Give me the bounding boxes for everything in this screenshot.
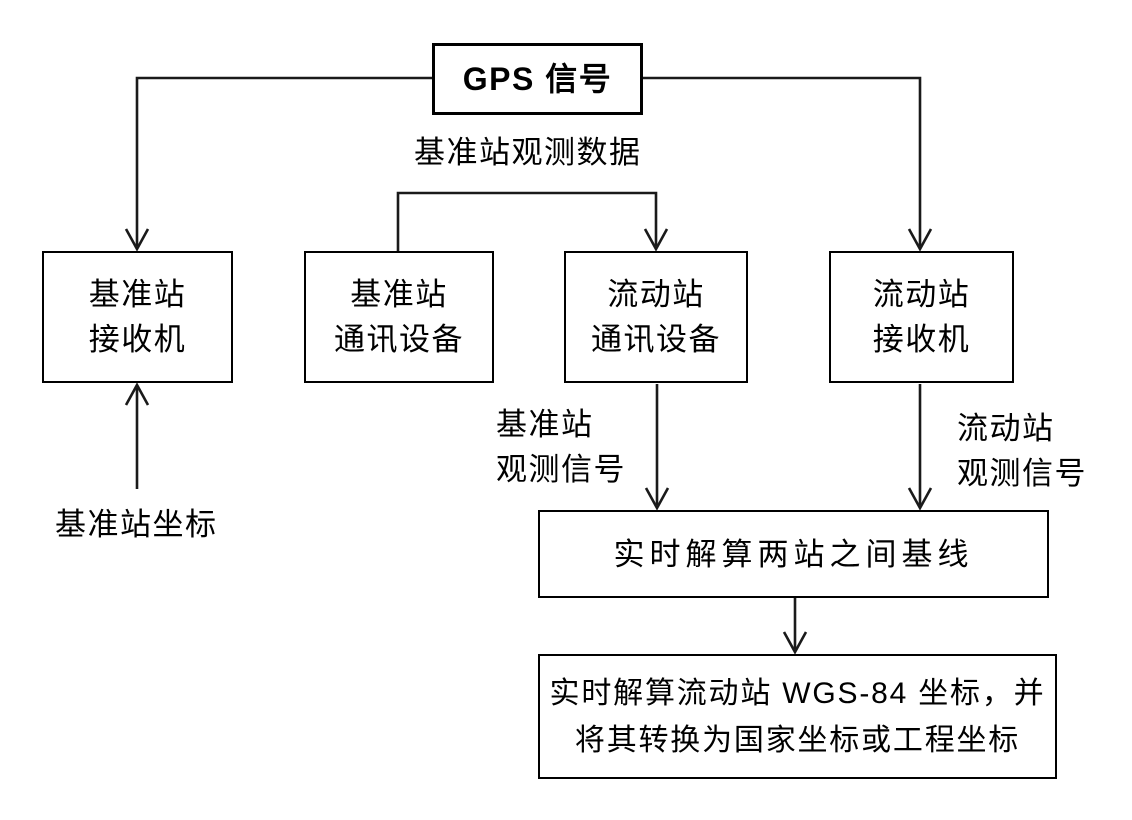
connector-gps-to-rover-receiver xyxy=(643,76,922,246)
label-base-coords: 基准站坐标 xyxy=(55,507,218,542)
node-rover-receiver-line1: 流动站 xyxy=(872,277,971,312)
node-result-coords-line2: 将其转换为国家坐标或工程坐标 xyxy=(574,723,1021,757)
connector-gps-to-base-receiver xyxy=(135,76,432,246)
node-base-comm-line2: 通讯设备 xyxy=(334,322,464,357)
arrowhead-down-baseline-right-icon xyxy=(907,487,933,511)
node-baseline-solve-label: 实时解算两站之间基线 xyxy=(613,536,974,572)
node-gps-signal: GPS 信号 xyxy=(432,43,643,115)
label-rover-obs-signal-line1: 流动站 xyxy=(957,411,1055,446)
node-result-coords: 实时解算流动站 WGS-84 坐标，并 将其转换为国家坐标或工程坐标 xyxy=(538,654,1057,779)
connector-base-comm-to-rover-comm xyxy=(396,191,658,251)
node-result-coords-line1: 实时解算流动站 WGS-84 坐标，并 xyxy=(549,676,1046,710)
arrowhead-up-base-receiver-icon xyxy=(124,382,150,406)
arrowhead-down-rover-comm-icon xyxy=(643,228,669,252)
node-rover-comm: 流动站 通讯设备 xyxy=(564,251,748,383)
node-base-comm: 基准站 通讯设备 xyxy=(304,251,494,383)
label-rover-obs-signal: 流动站 观测信号 xyxy=(957,406,1087,496)
node-rover-comm-line1: 流动站 xyxy=(607,277,705,312)
node-baseline-solve: 实时解算两站之间基线 xyxy=(538,510,1049,598)
node-base-receiver-line2: 接收机 xyxy=(88,322,187,357)
label-base-obs-data: 基准站观测数据 xyxy=(414,135,642,170)
node-base-receiver: 基准站 接收机 xyxy=(42,251,233,383)
arrowhead-down-rover-receiver-icon xyxy=(907,228,933,252)
node-rover-receiver-line2: 接收机 xyxy=(872,322,971,357)
node-base-receiver-line1: 基准站 xyxy=(88,277,187,312)
node-rover-receiver: 流动站 接收机 xyxy=(829,251,1014,383)
label-base-obs-signal: 基准站 观测信号 xyxy=(496,402,626,492)
node-rover-comm-line2: 通讯设备 xyxy=(591,322,721,357)
arrowhead-down-result-icon xyxy=(782,631,808,655)
node-gps-signal-label: GPS 信号 xyxy=(462,60,613,97)
label-base-obs-signal-line2: 观测信号 xyxy=(496,452,626,487)
label-base-obs-signal-line1: 基准站 xyxy=(496,407,594,442)
arrowhead-down-base-receiver-icon xyxy=(124,228,150,252)
node-base-comm-line1: 基准站 xyxy=(350,277,448,312)
label-rover-obs-signal-line2: 观测信号 xyxy=(957,456,1087,491)
arrowhead-down-baseline-left-icon xyxy=(644,487,670,511)
